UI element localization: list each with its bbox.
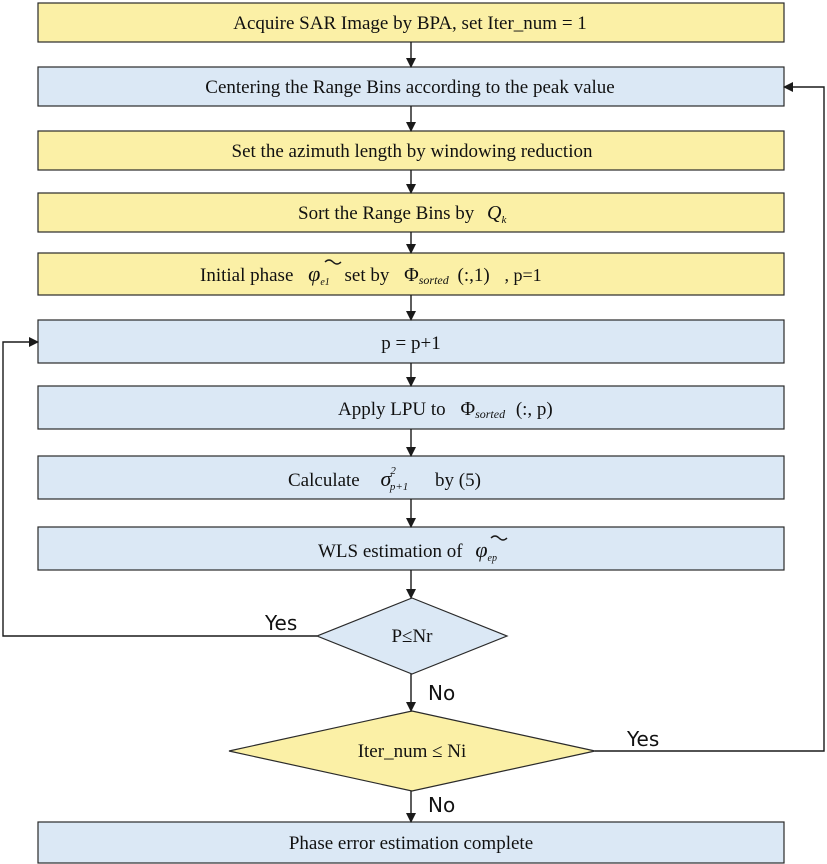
step9-label: WLS estimation of φep [318,537,497,564]
step5-post: , p=1 [504,265,541,285]
step9-tilde [490,535,508,541]
step9-phi-sub: ep [488,553,497,564]
step8-sup: 2 [390,465,396,477]
step5-tilde [324,259,342,265]
step8-sigma: σ [381,466,393,491]
d2-no-label: No [428,793,455,817]
decision2-diamond: Iter_num ≤ Ni [228,710,596,792]
step8-label: Calculate σ2 p+1 by (5) [288,465,481,495]
step3-box: Set the azimuth length by windowing redu… [37,130,785,171]
decision2-label: Iter_num ≤ Ni [358,741,467,762]
step8-pre: Calculate [288,470,360,491]
step5-Phi-sub: sorted [419,273,450,287]
step7-Phi: Φ [460,398,475,420]
final-box: Phase error estimation complete [37,821,785,864]
decision1-diamond: P≤Nr [315,597,509,675]
d1-yes-label: Yes [264,611,297,635]
step5-label: Initial phase φe1 set by Φsorted (:,1) ,… [200,261,542,290]
d1-no-label: No [428,681,455,705]
step8-sub: p+1 [389,481,408,493]
step7-label: Apply LPU to Φsorted (:, p) [338,398,553,423]
step1-box: Acquire SAR Image by BPA, set Iter_num =… [37,2,785,43]
step9-phi: φ [475,537,487,562]
step2-label: Centering the Range Bins according to th… [205,77,614,98]
step5-Phi: Φ [404,264,419,286]
step9-pre: WLS estimation of [318,541,463,562]
step4-label: Sort the Range Bins by Qk [298,202,507,226]
step4-pre: Sort the Range Bins by [298,203,475,224]
step8-post: by (5) [435,470,481,491]
decision1-label: P≤Nr [391,626,433,647]
step6-box: p = p+1 [37,319,785,364]
step4-box: Sort the Range Bins by Qk [37,192,785,233]
step5-mid: set by [345,265,390,286]
step7-args: (:, p) [516,399,553,420]
step5-box: Initial phase φe1 set by Φsorted (:,1) ,… [37,252,785,296]
step5-phi: φ [308,261,320,286]
step9-box: WLS estimation of φep [37,526,785,571]
step4-subscript: k [501,214,507,226]
d2-yes-label: Yes [626,727,659,751]
step5-phi-sub: e1 [320,277,329,288]
step6-label: p = p+1 [381,333,440,354]
final-label: Phase error estimation complete [289,833,533,854]
step4-symbol: Q [487,202,502,224]
step3-label: Set the azimuth length by windowing redu… [232,141,593,162]
step2-box: Centering the Range Bins according to th… [37,66,785,107]
step7-box: Apply LPU to Φsorted (:, p) [37,385,785,430]
step1-label: Acquire SAR Image by BPA, set Iter_num =… [233,13,587,34]
step7-Phi-sub: sorted [475,407,506,421]
step5-pre: Initial phase [200,265,293,286]
step7-pre: Apply LPU to [338,399,446,420]
step5-args: (:,1) [458,265,490,286]
loop-d1-yes [2,337,317,637]
step8-box: Calculate σ2 p+1 by (5) [37,455,785,500]
loop-d2-yes [595,82,825,752]
